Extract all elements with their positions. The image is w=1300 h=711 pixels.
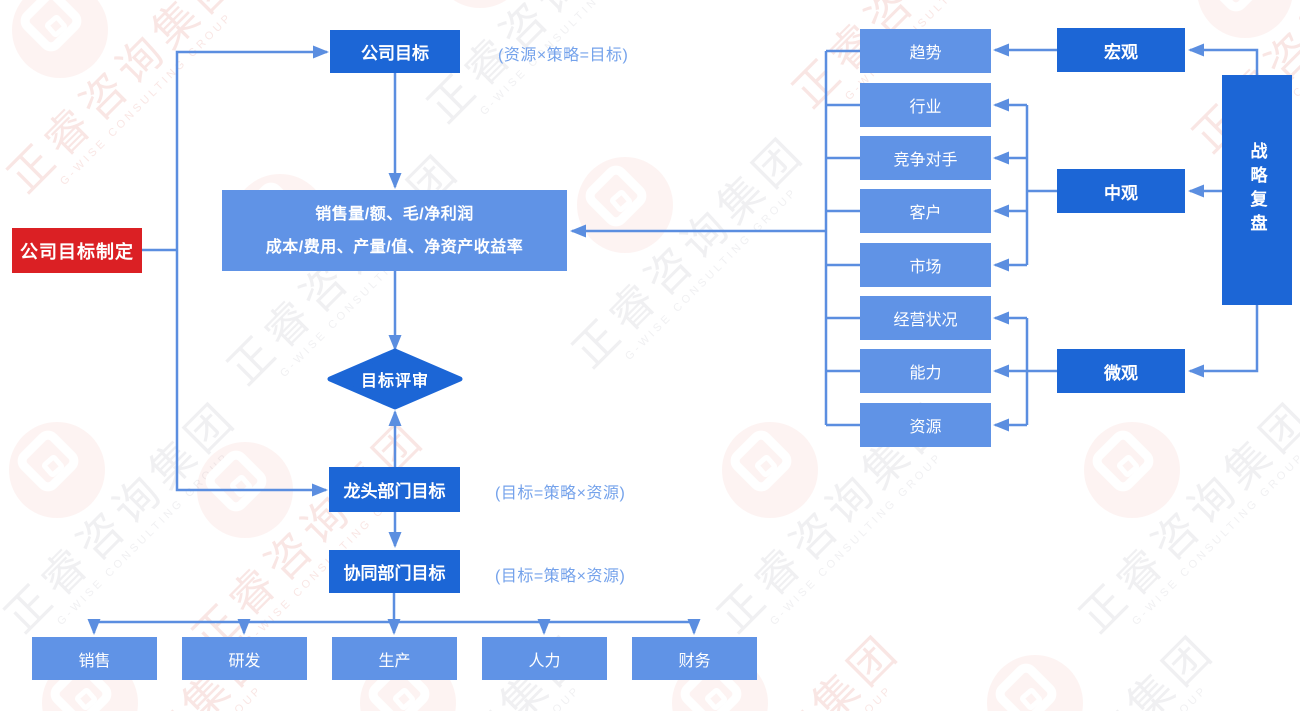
left-flow-connectors xyxy=(87,45,827,635)
node-level-micro: 微观 xyxy=(1057,349,1185,393)
node-lead-department-goal: 龙头部门目标 xyxy=(329,467,460,512)
node-strategy-review: 战略复盘 xyxy=(1222,75,1292,305)
right-panel-connectors xyxy=(824,43,1259,432)
kpi-line-2: 成本/费用、产量/值、净资产收益率 xyxy=(265,238,524,256)
note-lead-department-formula: (目标=策略×资源) xyxy=(495,485,626,502)
node-factor-capability: 能力 xyxy=(860,349,991,393)
node-factor-market: 市场 xyxy=(860,243,991,287)
node-collab-department-goal: 协同部门目标 xyxy=(329,550,460,593)
node-level-macro: 宏观 xyxy=(1057,28,1185,72)
node-dept-sales: 销售 xyxy=(32,637,157,680)
node-factor-trend: 趋势 xyxy=(860,29,991,73)
node-goal-setting-trigger: 公司目标制定 xyxy=(12,228,142,273)
node-dept-finance: 财务 xyxy=(632,637,757,680)
node-factor-industry: 行业 xyxy=(860,83,991,127)
note-collab-department-formula: (目标=策略×资源) xyxy=(495,568,626,585)
note-company-goal-formula: (资源×策略=目标) xyxy=(498,47,629,64)
kpi-line-1: 销售量/额、毛/净利润 xyxy=(315,205,474,223)
node-factor-operating-status: 经营状况 xyxy=(860,296,991,340)
node-dept-production: 生产 xyxy=(332,637,457,680)
node-kpi-indicators: 销售量/额、毛/净利润 成本/费用、产量/值、净资产收益率 xyxy=(222,190,567,271)
node-level-meso: 中观 xyxy=(1057,169,1185,213)
node-dept-hr: 人力 xyxy=(482,637,607,680)
node-goal-review: 目标评审 xyxy=(360,373,429,390)
node-factor-competitors: 竞争对手 xyxy=(860,136,991,180)
node-company-goal: 公司目标 xyxy=(330,30,460,73)
node-dept-rnd: 研发 xyxy=(182,637,307,680)
node-factor-customers: 客户 xyxy=(860,189,991,233)
node-factor-resources: 资源 xyxy=(860,403,991,447)
review-diamond-shape xyxy=(327,348,463,410)
